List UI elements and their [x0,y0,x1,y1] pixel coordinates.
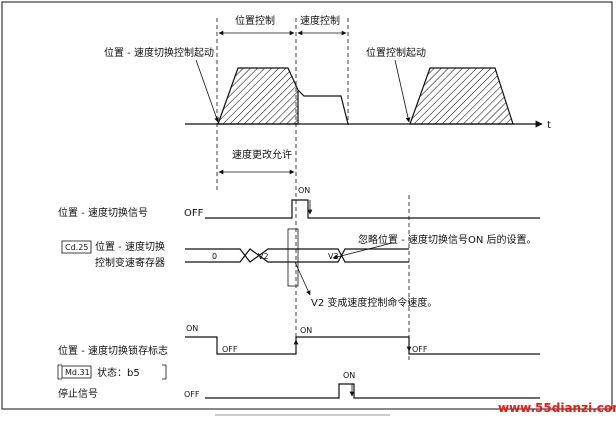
stop-off: OFF [184,390,200,399]
switch-signal-wave [205,199,540,219]
switch-signal-on: ON [298,186,310,195]
md-bracket-right [162,364,167,380]
stop-on: ON [343,371,355,380]
ignore-note: 忽略位置 - 速度切换信号ON 后的设置。 [358,233,537,246]
latch-off-1: OFF [222,345,238,354]
md-bracket-left [57,364,62,380]
speed-profile-position [217,67,299,125]
sample-window [287,228,299,287]
stop-signal-wave [205,383,540,399]
register-value-0: 0 [212,252,217,261]
switch-start-label: 位置 - 速度切换控制起动 [104,46,214,59]
md31-tag: Md.31 [65,368,90,377]
latch-on: ON [186,324,198,333]
ignore-pointer [332,242,393,260]
pos-start-pointer [394,59,411,123]
stop-signal-label: 停止信号 [58,387,98,400]
latch-flag-wave [185,336,540,355]
register-bus [185,248,409,263]
register-value-v3: V3 [328,252,339,261]
latch-flag-label: 位置 - 速度切换锁存标志 [58,344,168,357]
v2-note: V2 变成速度控制命令速度。 [311,296,437,309]
md31-state: 状态：b5 [97,366,140,379]
speed-profile-restart [409,67,514,125]
switch-signal-label: 位置 - 速度切换信号 [58,206,148,219]
latch-off-2: OFF [412,345,428,354]
md31-tag-box [61,365,92,379]
switch-signal-off: OFF [184,208,204,219]
cd25-tag-box [61,240,92,254]
register-label-1: 位置 - 速度切换 [95,240,165,253]
watermark: www.55dianzi.com [498,401,616,415]
diagram-border [1,1,613,410]
pos-start-label: 位置控制起动 [366,46,426,59]
speed-profile-speed-tail [297,89,349,125]
time-axis-label: t [547,120,551,131]
v2-pointer [294,261,311,296]
speed-control-label: 速度控制 [300,14,340,27]
speed-change-label: 速度更改允许 [232,148,292,161]
latch-on-2: ON [300,326,312,335]
switch-start-pointer [195,59,219,123]
register-label-2: 控制变速寄存器 [95,256,165,269]
position-control-label: 位置控制 [235,14,275,27]
cd25-tag: Cd.25 [65,243,88,252]
register-value-v2: V2 [258,252,269,261]
